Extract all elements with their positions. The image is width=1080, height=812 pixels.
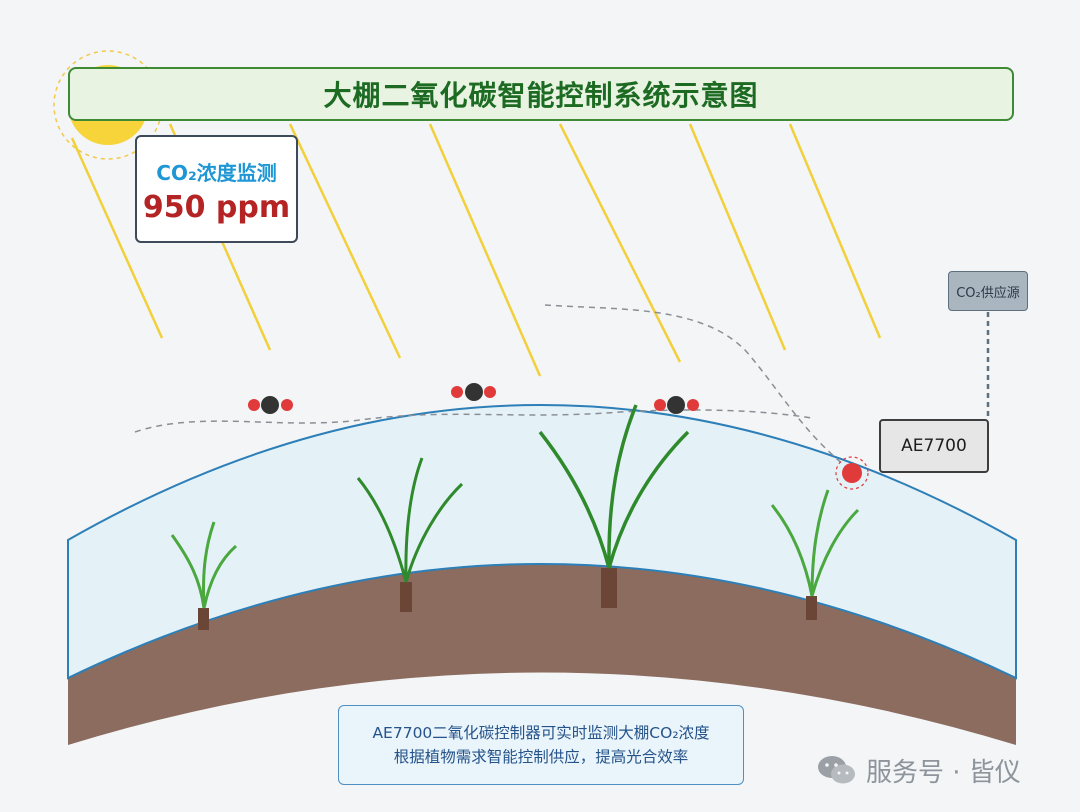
sunlight-ray [688, 123, 787, 351]
co2-molecule-icon [248, 396, 293, 414]
soil-ground [68, 564, 1016, 745]
sunlight-rays [70, 123, 882, 377]
caption: AE7700二氧化碳控制器可实时监测大棚CO₂浓度 根据植物需求智能控制供应，提… [338, 705, 744, 785]
monitor-label: CO₂浓度监测 [156, 161, 277, 185]
co2-molecule-icon [451, 383, 496, 401]
page-title: 大棚二氧化碳智能控制系统示意图 [323, 79, 759, 112]
watermark-text: 服务号 · 皆仪 [866, 757, 1021, 788]
co2-monitor-panel: CO₂浓度监测 950 ppm [135, 135, 298, 243]
ae7700-controller: AE7700 [879, 419, 989, 473]
caption-line-2: 根据植物需求智能控制供应，提高光合效率 [393, 748, 689, 766]
sunlight-ray [288, 123, 402, 359]
co2-supply-source: CO₂供应源 [948, 271, 1028, 311]
co2-path-line [544, 304, 851, 471]
co2-sensor-icon [835, 456, 869, 490]
sunlight-ray [70, 137, 164, 339]
caption-line-1: AE7700二氧化碳控制器可实时监测大棚CO₂浓度 [372, 724, 710, 742]
co2-molecule-icon [654, 396, 699, 414]
greenhouse-cover [67, 404, 1017, 680]
plant [170, 521, 237, 630]
title-banner: 大棚二氧化碳智能控制系统示意图 [68, 67, 1014, 121]
plant [356, 457, 464, 612]
plant [770, 489, 860, 620]
monitor-value: 950 ppm [142, 190, 291, 225]
sunlight-ray [558, 123, 682, 363]
sunlight-ray [788, 123, 882, 339]
wechat-icon [818, 756, 855, 784]
watermark: 服务号 · 皆仪 [816, 750, 1021, 790]
sunlight-ray [428, 123, 542, 377]
plant [538, 404, 690, 608]
